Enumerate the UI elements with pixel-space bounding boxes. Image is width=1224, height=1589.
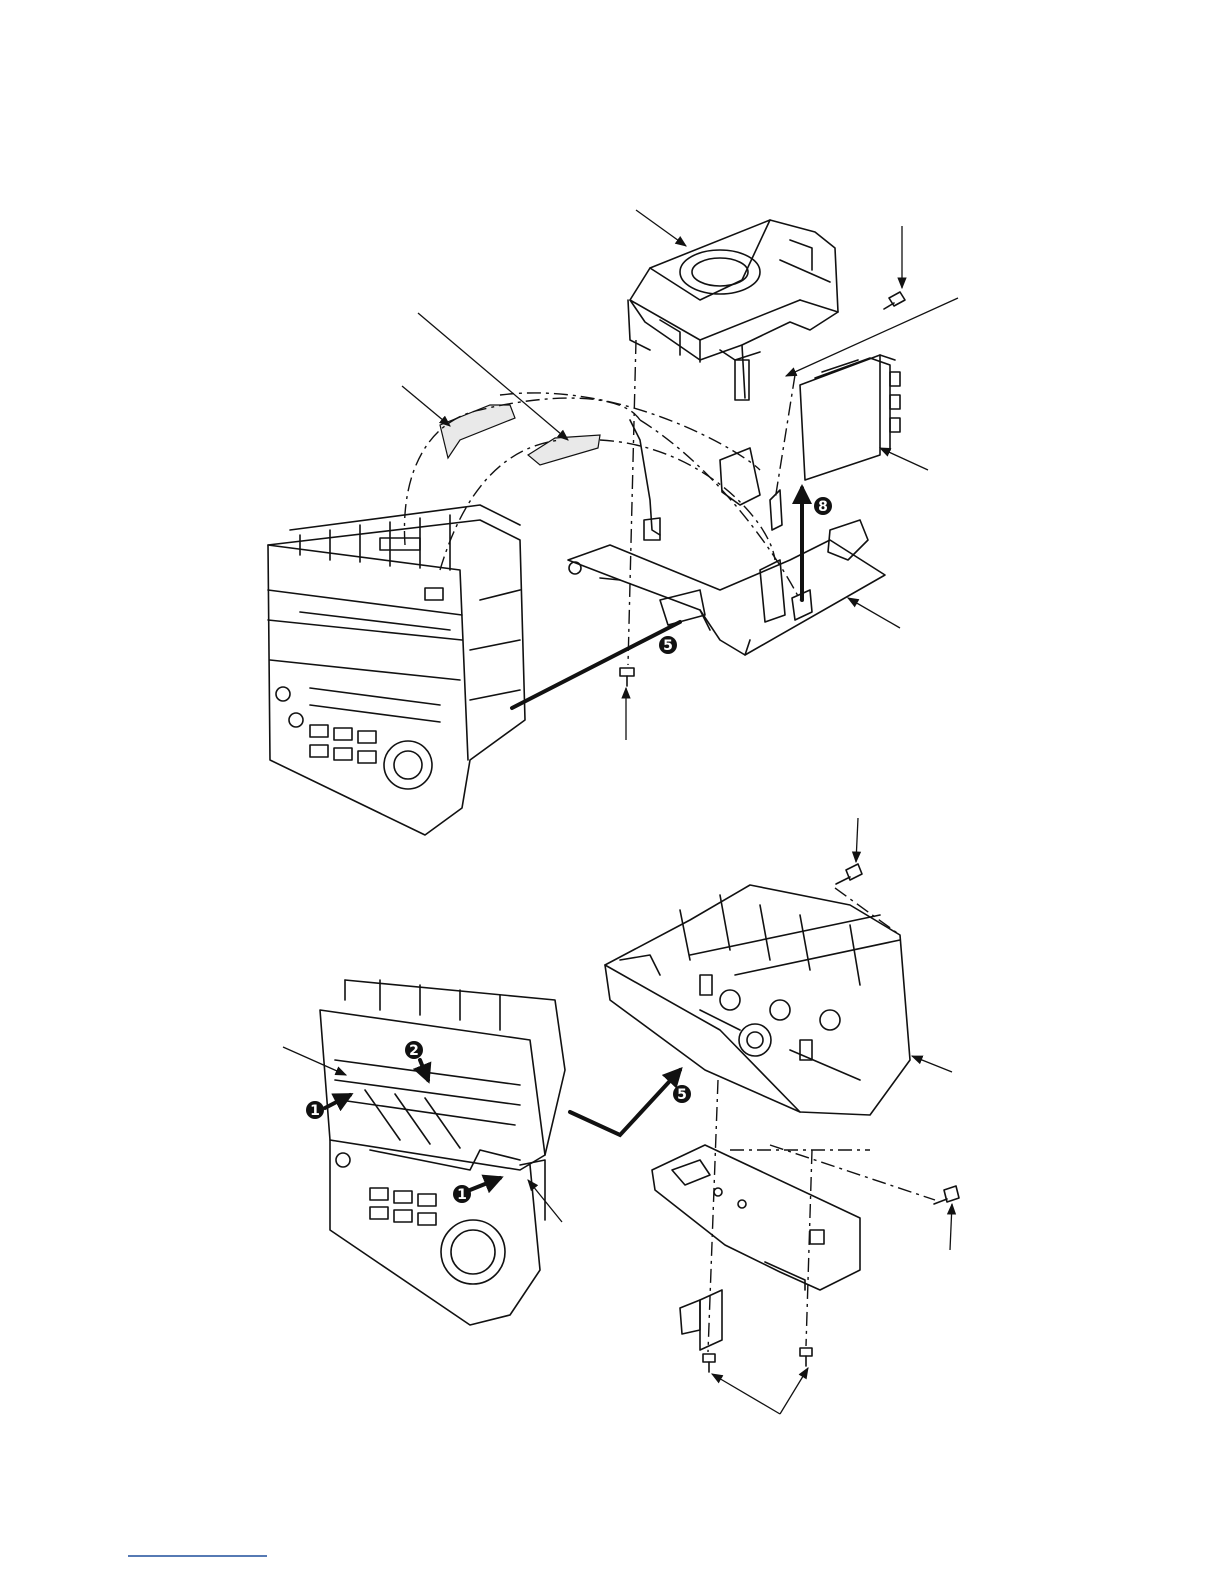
leader-arrow-icon — [780, 1368, 808, 1414]
screw-icon — [800, 1348, 812, 1366]
front-panel-with-tape-door — [320, 980, 565, 1325]
step-marker-2: 2 — [405, 1041, 423, 1059]
screw-icon — [620, 668, 634, 686]
svg-text:1: 1 — [310, 1103, 320, 1119]
step-marker-8: 8 — [814, 497, 832, 515]
screw-alignment-line — [775, 375, 795, 500]
screw-icon — [934, 1186, 959, 1204]
step-marker-5-bottom: 5 — [673, 1085, 691, 1103]
svg-text:1: 1 — [457, 1187, 467, 1203]
leader-arrow-icon — [848, 598, 900, 628]
cable-route-line — [404, 398, 640, 545]
leader-arrow-icon — [856, 818, 858, 862]
svg-text:5: 5 — [663, 638, 673, 654]
leader-arrow-icon — [402, 386, 450, 426]
screw-alignment-line — [628, 340, 636, 665]
screw-icon — [884, 292, 905, 309]
leader-arrow-icon — [880, 448, 928, 470]
svg-text:5: 5 — [677, 1087, 687, 1103]
svg-text:2: 2 — [409, 1043, 419, 1059]
leader-arrow-icon — [712, 1374, 780, 1414]
screw-icon — [703, 1354, 715, 1372]
flat-cable-left — [440, 405, 515, 458]
step-marker-5: 5 — [659, 636, 677, 654]
top-figure: 5 8 — [268, 210, 958, 835]
tape-deck-mechanism — [605, 885, 910, 1115]
cd-pcb-board — [800, 355, 900, 480]
leader-arrow-icon — [636, 210, 686, 246]
flat-cable-right — [528, 435, 600, 465]
leader-arrow-icon — [912, 1056, 952, 1072]
step-marker-1-left: 1 — [306, 1101, 324, 1119]
svg-text:8: 8 — [818, 499, 828, 515]
cd-mechanism — [628, 220, 838, 400]
front-panel-assembly — [268, 505, 525, 835]
bottom-figure: 1 2 1 5 — [283, 818, 959, 1414]
direction-arrow-icon — [570, 1070, 680, 1135]
deck-mounting-bracket — [652, 1145, 860, 1350]
step-marker-1-right: 1 — [453, 1185, 471, 1203]
screw-icon — [836, 864, 862, 884]
leader-arrow-icon — [950, 1204, 952, 1250]
connector-cable — [512, 622, 680, 708]
